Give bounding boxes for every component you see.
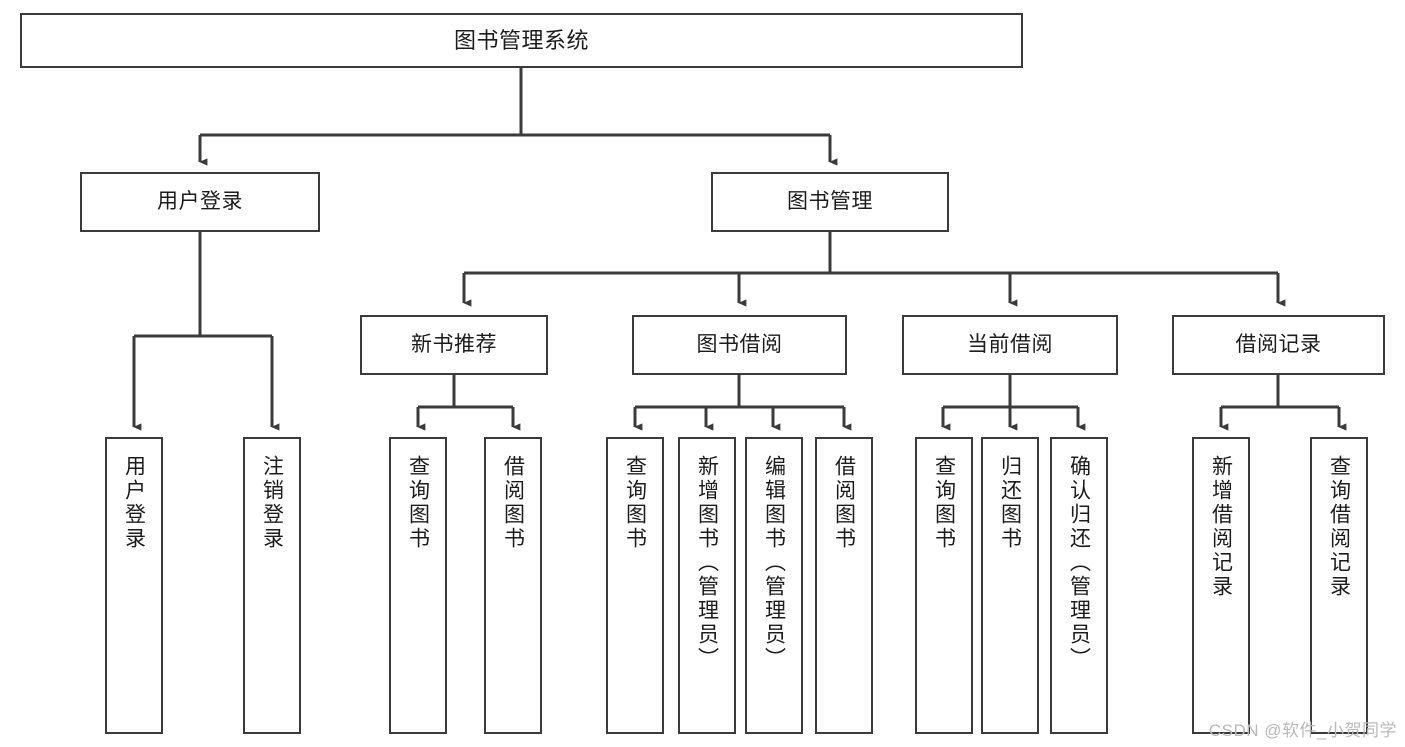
node-book-borrow[interactable]: 图书借阅 [632, 315, 847, 375]
leaf-borrow-record-query-record[interactable]: 查询借阅记录 [1310, 437, 1368, 734]
leaf-new-book-query-book[interactable]: 查询图书 [389, 437, 447, 734]
leaf-book-borrow-query-book[interactable]: 查询图书 [606, 437, 664, 734]
node-label: 新增图书（管理员） [695, 455, 719, 671]
node-label: 当前借阅 [967, 332, 1053, 356]
leaf-current-borrow-return-book[interactable]: 归还图书 [981, 437, 1039, 734]
node-label: 借阅图书 [501, 455, 525, 551]
node-label: 编辑图书（管理员） [762, 455, 786, 671]
node-label: 图书管理系统 [453, 27, 589, 53]
node-book-management[interactable]: 图书管理 [711, 172, 949, 232]
node-label: 新书推荐 [411, 332, 497, 356]
node-current-borrow[interactable]: 当前借阅 [902, 315, 1118, 375]
node-label: 图书借阅 [696, 332, 783, 356]
node-new-book-recommend[interactable]: 新书推荐 [360, 315, 548, 375]
leaf-current-borrow-query-book[interactable]: 查询图书 [915, 437, 973, 734]
leaf-book-borrow-borrow-book[interactable]: 借阅图书 [815, 437, 873, 734]
node-label: 注销登录 [260, 455, 284, 551]
leaf-borrow-record-add-record[interactable]: 新增借阅记录 [1192, 437, 1250, 734]
node-label: 用户登录 [122, 455, 146, 551]
node-label: 查询图书 [406, 455, 430, 551]
node-label: 查询借阅记录 [1327, 455, 1351, 599]
node-borrow-record[interactable]: 借阅记录 [1172, 315, 1385, 375]
node-label: 确认归还（管理员） [1067, 455, 1091, 671]
node-label: 图书管理 [787, 189, 873, 213]
leaf-user-login-logout[interactable]: 注销登录 [243, 437, 301, 734]
node-root-book-management-system[interactable]: 图书管理系统 [20, 13, 1023, 68]
node-label: 新增借阅记录 [1209, 455, 1233, 599]
node-label: 借阅记录 [1235, 332, 1322, 356]
node-label: 借阅图书 [832, 455, 856, 551]
node-user-login[interactable]: 用户登录 [80, 172, 320, 232]
leaf-user-login-login[interactable]: 用户登录 [105, 437, 163, 734]
leaf-current-borrow-confirm-return-admin[interactable]: 确认归还（管理员） [1050, 437, 1108, 734]
node-label: 归还图书 [998, 455, 1022, 551]
leaf-book-borrow-edit-book-admin[interactable]: 编辑图书（管理员） [745, 437, 803, 734]
node-label: 用户登录 [157, 189, 243, 213]
leaf-new-book-borrow-book[interactable]: 借阅图书 [484, 437, 542, 734]
node-label: 查询图书 [623, 455, 647, 551]
node-label: 查询图书 [932, 455, 956, 551]
leaf-book-borrow-add-book-admin[interactable]: 新增图书（管理员） [678, 437, 736, 734]
csdn-watermark: CSDN @软件_小贺同学 [1208, 721, 1397, 740]
